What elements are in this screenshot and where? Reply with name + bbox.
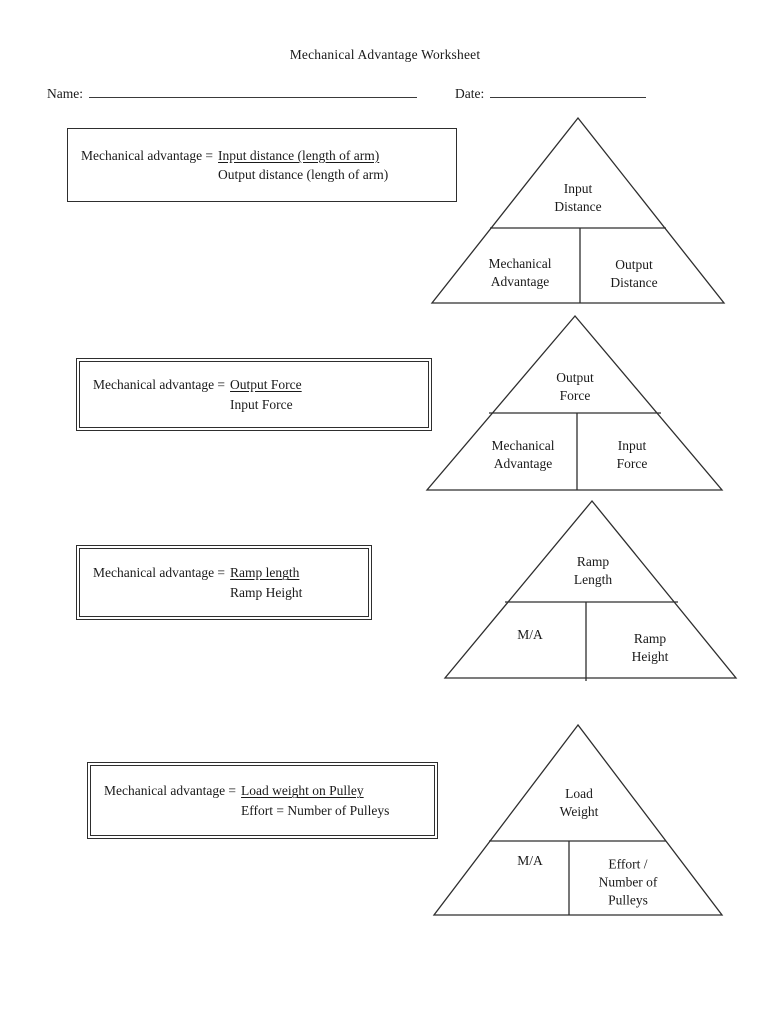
triangle-outline — [425, 314, 724, 491]
triangle-top-label: Load Weight — [559, 785, 599, 819]
triangle-diagram-lever: Input Distance Mechanical Advantage Outp… — [430, 114, 726, 306]
name-label: Name: — [47, 86, 83, 101]
triangle-top-label: Input Distance — [554, 180, 602, 214]
triangle-diagram-pulley: Load Weight M/A Effort / Number of Pulle… — [432, 722, 725, 918]
triangle-drawing — [443, 499, 738, 681]
triangle-top-label: Output Force — [556, 369, 594, 403]
triangle-drawing — [430, 116, 726, 304]
triangle-bottom-left-label: M/A — [517, 852, 543, 868]
formula-numerator: Input distance (length of arm) — [218, 147, 380, 163]
formula-prefix: Mechanical advantage = — [93, 565, 226, 581]
formula-box-force: Mechanical advantage = Output Force Inpu… — [76, 358, 432, 431]
triangle-bottom-right-label: Input Force — [616, 437, 648, 471]
triangle-drawing — [425, 314, 724, 491]
formula-box-ramp: Mechanical advantage = Ramp length Ramp … — [76, 545, 372, 620]
formula-denominator: Effort = Number of Pulleys — [241, 802, 390, 818]
formula-box-pulley: Mechanical advantage = Load weight on Pu… — [87, 762, 438, 839]
triangle-bottom-left-label: Mechanical Advantage — [491, 437, 555, 471]
page-title: Mechanical Advantage Worksheet — [289, 47, 481, 62]
triangle-bottom-right-label: Effort / Number of Pulleys — [598, 856, 658, 909]
formula-fraction: Ramp length Ramp Height — [230, 563, 302, 601]
triangle-bottom-left-label: Mechanical Advantage — [488, 255, 552, 289]
formula-prefix: Mechanical advantage = — [93, 377, 226, 393]
date-blank-line — [490, 84, 647, 98]
formula-numerator: Load weight on Pulley — [241, 783, 364, 799]
formula-numerator: Output Force — [230, 377, 302, 393]
name-field-group: Name: — [47, 84, 417, 103]
triangle-outline — [443, 499, 738, 679]
triangle-bottom-right-label: Output Distance — [610, 256, 658, 290]
triangle-bottom-right-label: Ramp Height — [631, 630, 669, 664]
triangle-bottom-left-label: M/A — [517, 626, 543, 642]
triangle-diagram-ramp: Ramp Length M/A Ramp Height — [443, 498, 738, 684]
name-blank-line — [89, 84, 417, 98]
formula-prefix: Mechanical advantage = — [104, 783, 237, 799]
triangle-outline — [432, 723, 724, 916]
formula-box-lever: Mechanical advantage = Input distance (l… — [67, 128, 457, 202]
triangle-top-label: Ramp Length — [573, 553, 613, 587]
date-label: Date: — [455, 86, 485, 101]
date-field-group: Date: — [455, 84, 647, 103]
formula-fraction: Load weight on Pulley Effort = Number of… — [241, 781, 389, 819]
formula-denominator: Input Force — [230, 396, 293, 412]
triangle-outline — [430, 116, 726, 304]
formula-fraction: Input distance (length of arm) Output di… — [218, 146, 388, 184]
formula-denominator: Output distance (length of arm) — [218, 167, 389, 182]
formula-numerator: Ramp length — [230, 565, 300, 581]
triangle-drawing — [432, 723, 724, 916]
triangle-diagram-force: Output Force Mechanical Advantage Input … — [425, 313, 725, 493]
formula-denominator: Ramp Height — [230, 584, 303, 600]
formula-fraction: Output Force Input Force — [230, 375, 302, 413]
formula-prefix: Mechanical advantage = — [81, 147, 214, 163]
